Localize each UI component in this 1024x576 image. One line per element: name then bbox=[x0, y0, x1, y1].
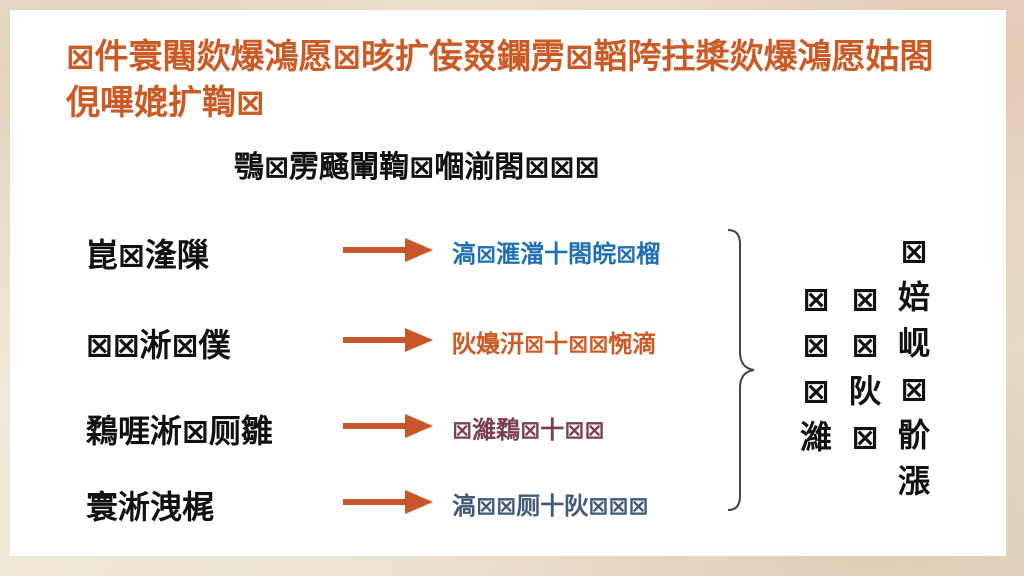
right-arrow-icon bbox=[343, 328, 433, 352]
right-arrow-icon bbox=[343, 414, 433, 438]
vertical-text-column: ⊠ ⊠ 阦 ⊠ bbox=[843, 276, 887, 460]
row-label: 寰淅洩梶 bbox=[86, 488, 215, 526]
curly-brace-icon bbox=[727, 229, 755, 511]
slide-subtitle: 鶚⊠雳颾閳鞫⊠嗰湔閤⊠⊠⊠ bbox=[234, 150, 600, 185]
vertical-text-column: ⊠ ⊠ ⊠ 濰 bbox=[794, 276, 838, 460]
right-arrow-icon bbox=[343, 238, 433, 262]
vertical-char: 阦 bbox=[848, 372, 881, 410]
list-item: 鶔啀淅⊠厕雛 ⊠濰鶔⊠⼗⊠⊠ bbox=[0, 402, 760, 452]
vertical-char: ⊠ bbox=[802, 326, 830, 364]
vertical-char: 漲 bbox=[897, 462, 930, 500]
vertical-char: ⊠ bbox=[802, 280, 830, 318]
vertical-char: 婄 bbox=[897, 278, 930, 316]
vertical-char: 濰 bbox=[799, 418, 832, 456]
list-item: 崑⊠湰隟 滈⊠滙澢⼗閤皖⊠榴 bbox=[0, 226, 760, 276]
right-arrow-icon bbox=[343, 490, 433, 514]
row-label: ⊠⊠淅⊠僕 bbox=[86, 326, 231, 364]
vertical-char: ⊠ bbox=[851, 280, 879, 318]
list-item: ⊠⊠淅⊠僕 阦嬝汧⊠⼗⊠⊠惋滴 bbox=[0, 316, 760, 366]
slide-panel bbox=[10, 10, 1006, 556]
row-label: 鶔啀淅⊠厕雛 bbox=[86, 412, 273, 450]
vertical-char: ⊠ bbox=[851, 418, 879, 456]
vertical-char: ⊠ bbox=[900, 370, 928, 408]
row-result: 滈⊠滙澢⼗閤皖⊠榴 bbox=[452, 240, 661, 268]
vertical-char: ⊠ bbox=[851, 326, 879, 364]
slide-title: ⊠件寰闀欻爆鴻愿⊠晐扩侫叕鑭雳⊠鞱陓拄槳欻爆鴻愿姑閤俔嗶媲扩鞫⊠ bbox=[66, 37, 934, 123]
vertical-text-column: ⊠ 婄 岘 ⊠ 骱 漲 bbox=[892, 228, 936, 504]
vertical-char: 岘 bbox=[897, 324, 930, 362]
list-item: 寰淅洩梶 滈⊠⊠厕⼗阦⊠⊠⊠ bbox=[0, 478, 760, 528]
row-result: 阦嬝汧⊠⼗⊠⊠惋滴 bbox=[452, 330, 657, 358]
vertical-char: ⊠ bbox=[802, 372, 830, 410]
row-result: 滈⊠⊠厕⼗阦⊠⊠⊠ bbox=[452, 492, 649, 520]
vertical-char: ⊠ bbox=[900, 232, 928, 270]
row-result: ⊠濰鶔⊠⼗⊠⊠ bbox=[452, 416, 605, 444]
row-label: 崑⊠湰隟 bbox=[86, 236, 209, 274]
vertical-char: 骱 bbox=[897, 416, 930, 454]
